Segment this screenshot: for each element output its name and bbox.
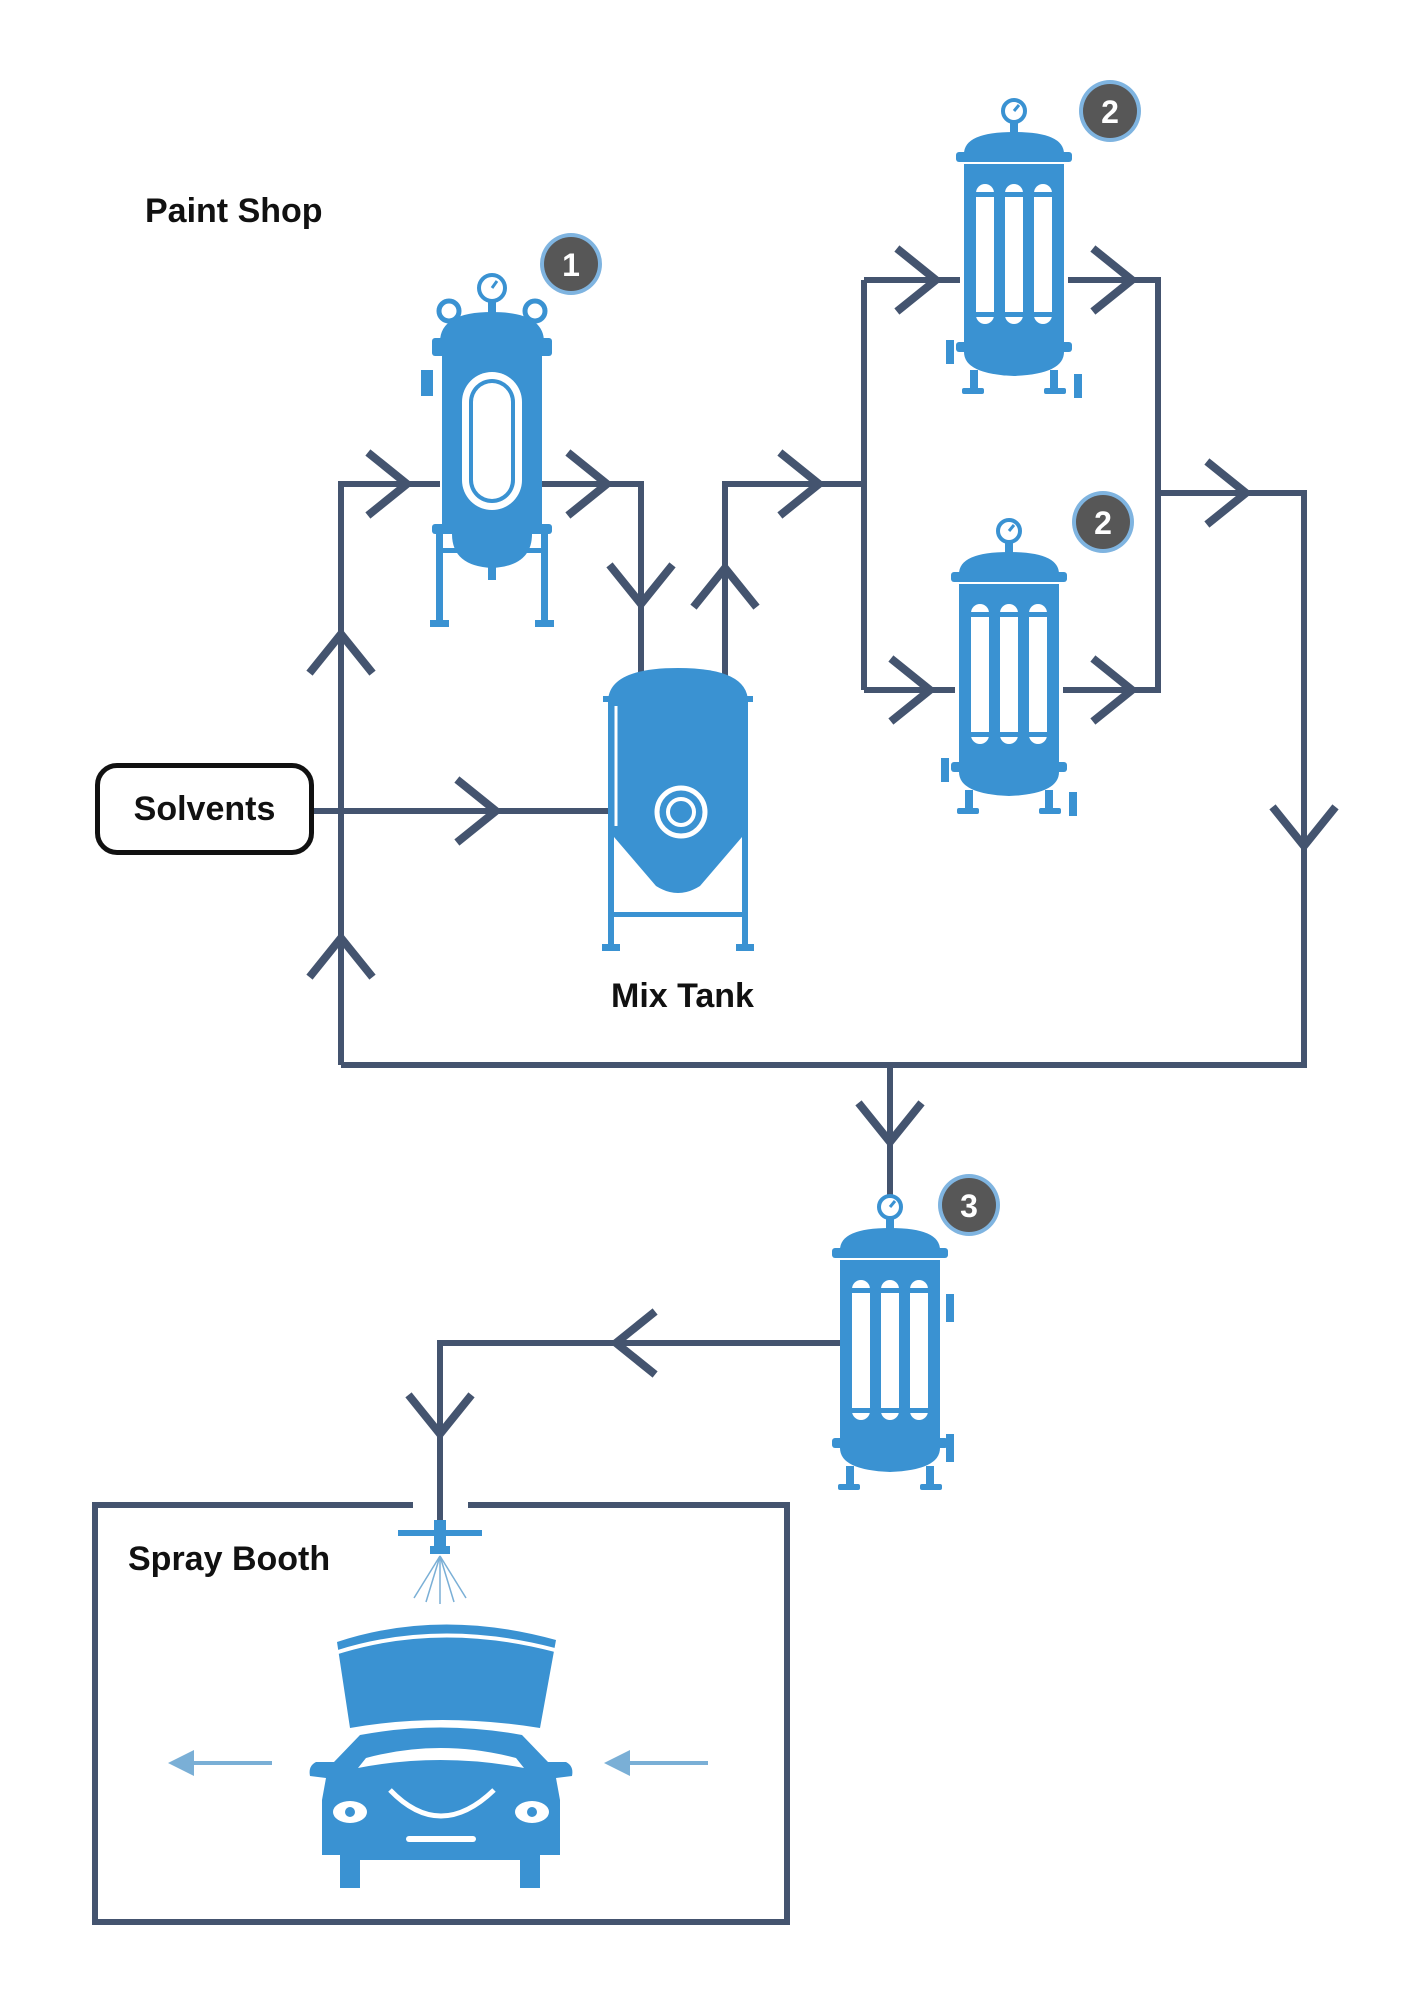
pipe-filter-top-out — [1063, 277, 1161, 693]
flow-arrow — [894, 245, 943, 315]
flow-arrow — [1204, 458, 1253, 528]
badge-number: 2 — [1094, 505, 1112, 541]
badge-number: 2 — [1101, 94, 1119, 130]
filter-housing-3 — [830, 1194, 954, 1492]
filter-housing-2a — [946, 98, 1082, 398]
car-icon — [309, 1624, 573, 1888]
airflow-arrow-left — [168, 1750, 272, 1776]
flow-arrow — [454, 776, 503, 846]
flow-arrow — [306, 627, 376, 676]
badge-number: 3 — [960, 1188, 978, 1224]
pipe-filter3-to-booth — [437, 1340, 842, 1520]
mix-tank — [602, 668, 754, 951]
flow-arrow — [609, 1308, 658, 1378]
flow-arrow — [690, 561, 760, 610]
pipe-return-left — [338, 481, 440, 1065]
spray-booth-label: Spray Booth — [128, 1540, 331, 1578]
spray-nozzle-icon — [398, 1520, 482, 1604]
flow-arrow — [1090, 245, 1139, 315]
flow-arrow — [1269, 804, 1339, 853]
flow-arrow — [606, 562, 676, 611]
flow-arrow — [777, 449, 826, 519]
pressure-vessel-1 — [421, 273, 554, 627]
flow-arrow — [1090, 655, 1139, 725]
flow-arrow — [888, 655, 937, 725]
solvents-label: Solvents — [133, 789, 276, 828]
airflow-arrow-right — [604, 1750, 708, 1776]
pipe-filters-to-return — [341, 490, 1307, 1068]
filter-housing-2b — [941, 518, 1077, 816]
spray-booth — [92, 1502, 790, 1925]
flow-arrow — [855, 1100, 925, 1149]
flow-arrow — [365, 449, 414, 519]
flow-arrow — [306, 931, 376, 980]
pipe-tank1-to-mix — [535, 481, 644, 690]
paint-shop-title: Paint Shop — [145, 192, 323, 230]
spray-booth-wall — [92, 1502, 790, 1925]
badge-number: 1 — [562, 247, 580, 283]
pipe-mix-to-filters — [722, 481, 864, 690]
mix-tank-label: Mix Tank — [611, 977, 754, 1015]
solvents-source-box: Solvents — [95, 763, 314, 855]
flow-arrows — [306, 245, 1339, 1441]
flow-arrow — [405, 1392, 475, 1441]
flow-arrow — [565, 449, 614, 519]
